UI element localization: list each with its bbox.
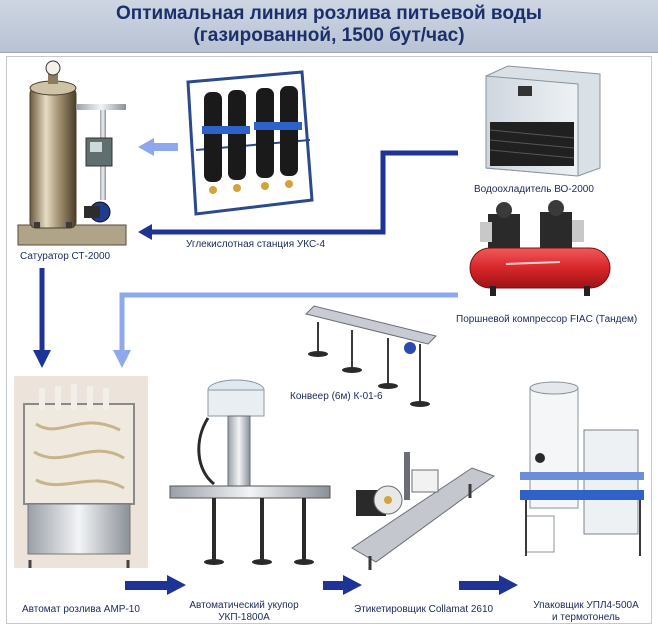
flow-filler-to-capper: [125, 575, 186, 595]
co2-station-image: [186, 70, 314, 216]
filler-label: Автомат розлива АМР-10: [22, 604, 140, 615]
capper-label-line2: УКП-1800А: [218, 612, 270, 623]
title-line-1: Оптимальная линия розлива питьевой воды: [116, 3, 542, 24]
packer-label-line2: и термотонель: [552, 612, 620, 623]
compressor-label: Поршневой компрессор FIAC (Тандем): [456, 314, 638, 325]
flow-cooler-to-saturator: [138, 150, 458, 240]
packer-label-line1: Упаковщик УПЛ4-500А: [533, 600, 639, 611]
filler-image: [14, 376, 148, 568]
saturator-image: [17, 60, 127, 246]
packer-image: [520, 381, 644, 556]
capper-image: [169, 379, 331, 565]
water-cooler-label: Водоохладитель ВО-2000: [474, 184, 594, 195]
flow-labeler-to-packer: [459, 575, 518, 595]
co2-station-label: Углекислотная станция УКС-4: [186, 239, 326, 250]
packer-label: Упаковщик УПЛ4-500А и термотонель: [522, 600, 650, 624]
saturator-label: Сатуратор СТ-2000: [20, 251, 111, 262]
compressor-image: [469, 200, 611, 296]
flow-capper-to-labeler: [323, 575, 362, 595]
flow-compressor-to-filler: [113, 292, 458, 368]
conveyor-image: [305, 305, 437, 407]
conveyor-label: Конвеер (6м) К-01-6: [290, 391, 383, 402]
capper-label-line1: Автоматический укупор: [189, 600, 299, 611]
labeler-label: Этикетировщик Collamat 2610: [354, 604, 494, 615]
flow-co2-to-saturator: [138, 138, 178, 156]
labeler-image: [351, 452, 496, 570]
title-line-2: (газированной, 1500 бут/час): [193, 25, 465, 46]
flow-saturator-to-filler: [33, 268, 51, 368]
diagram-frame: [6, 56, 652, 624]
capper-label: Автоматический укупор УКП-1800А: [184, 600, 304, 624]
title-banner: Оптимальная линия розлива питьевой воды …: [0, 0, 658, 53]
water-cooler-image: [485, 65, 601, 177]
